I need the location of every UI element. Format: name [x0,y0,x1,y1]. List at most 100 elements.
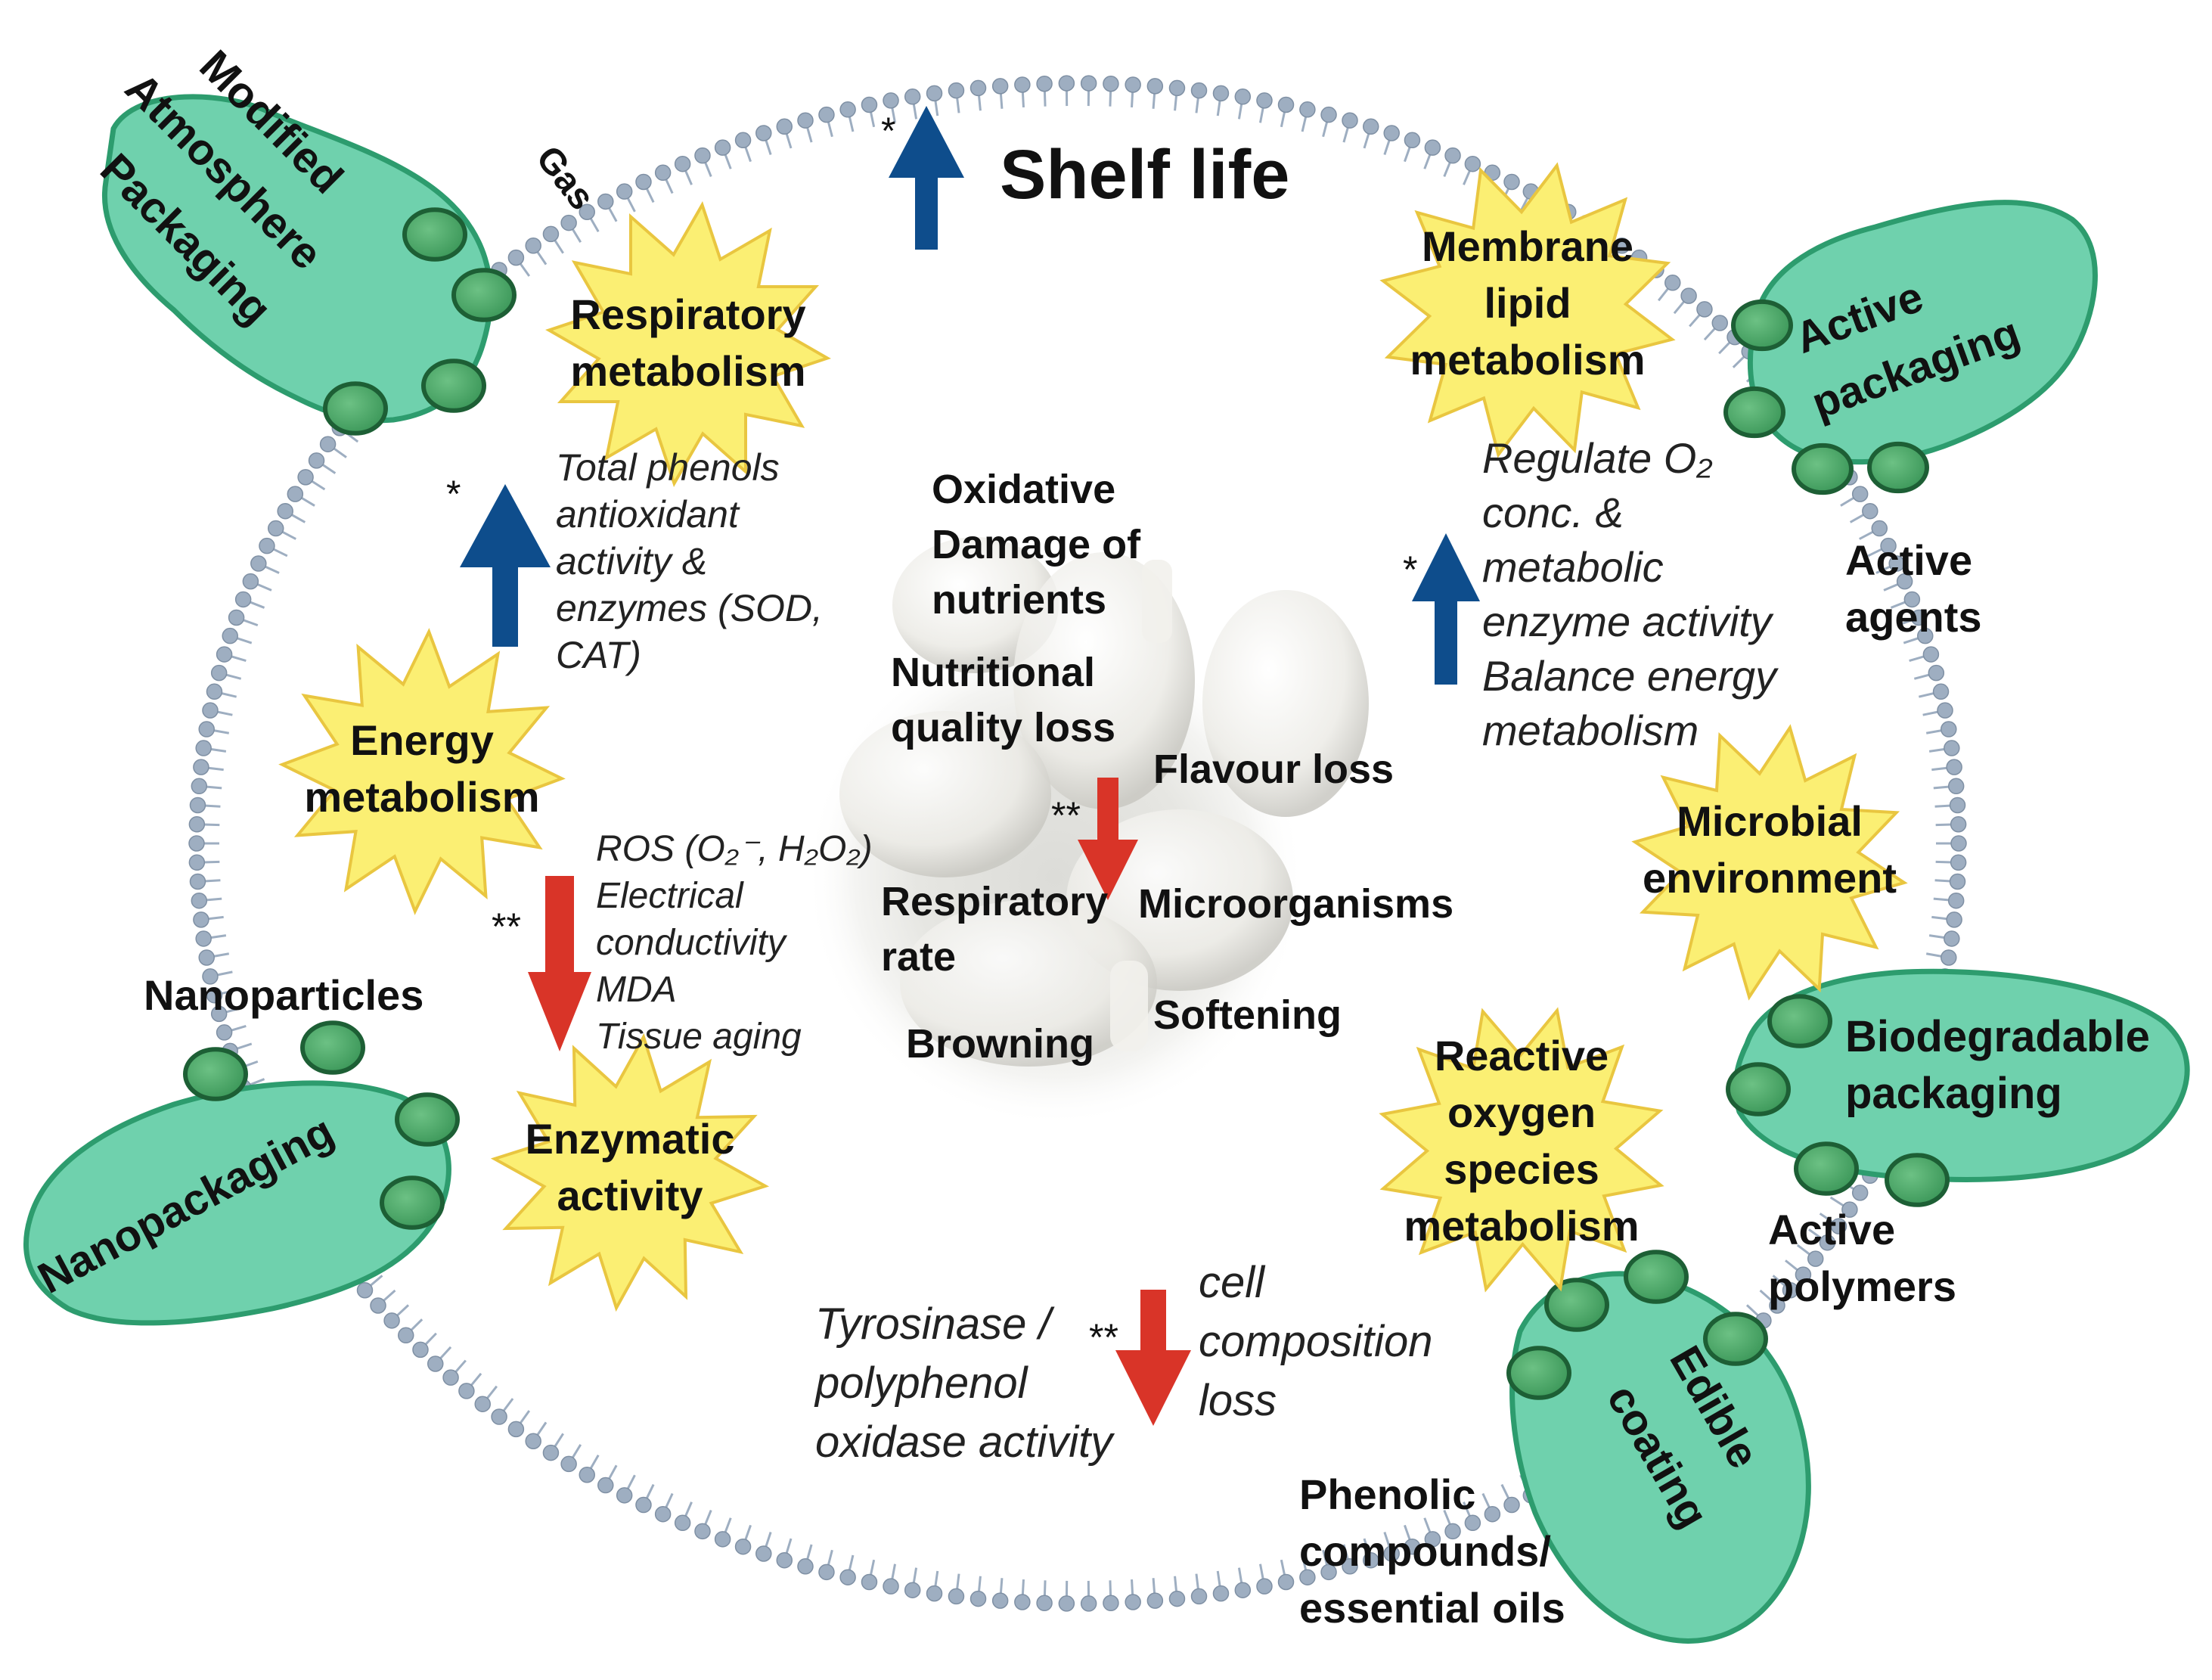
membrane-head [617,184,632,199]
membrane-head [927,85,942,101]
ros-metabolism-line2: oxygen [1447,1088,1596,1136]
nanoparticle-dot [405,210,465,259]
energy-metabolism-line2: metabolism [304,773,539,821]
membrane-head [217,647,232,662]
membrane-head [526,1433,541,1449]
membrane-head [212,666,227,681]
membrane-head [1059,1596,1074,1611]
membrane-head [1257,93,1272,108]
membrane-head [399,1328,414,1343]
ros-list-line3: conductivity [596,923,788,963]
membrane-head [905,1582,920,1598]
membrane-head [196,741,211,756]
nanoparticle-dot [382,1178,442,1228]
membrane-head [561,216,576,231]
membrane-head [190,874,205,889]
membrane-head [190,798,205,813]
membrane-lipid-line1: Membrane [1422,222,1633,270]
membrane-head [798,1559,813,1574]
membrane-head [1504,174,1519,189]
microbial-environment-line2: environment [1643,854,1897,902]
membrane-head [1059,76,1074,91]
membrane-head [321,436,336,452]
membrane-head [756,126,771,141]
membrane-head [206,684,222,699]
membrane-head [1125,77,1140,92]
membrane-head [357,1283,372,1298]
membrane-head [459,1383,474,1399]
membrane-head [1321,107,1336,123]
membrane-head [1951,817,1966,832]
membrane-head [715,140,731,155]
marker-tyrosinase: ** [1089,1316,1118,1359]
marker-shelf-life: * [881,110,895,152]
phenols-line4: enzymes (SOD, [556,587,823,629]
regulate-line1: Regulate O₂ [1482,434,1713,482]
membrane-head [675,157,690,172]
membrane-head [298,470,313,485]
nanoparticle-dot [1887,1155,1947,1205]
active-polymers-line1: Active [1768,1206,1895,1253]
membrane-head [1384,126,1399,141]
membrane-head [229,610,244,625]
membrane-head [1147,1593,1162,1608]
tyrosinase-line1: Tyrosinase / [815,1300,1055,1349]
up-arrow [889,106,964,250]
membrane-head [861,98,876,113]
membrane-head [579,1467,594,1483]
membrane-head [1037,76,1052,92]
nanoparticle-dot [1728,1064,1789,1114]
membrane-head [1081,76,1097,91]
membrane-head [777,1553,792,1568]
membrane-head [1934,684,1949,699]
softening-label: Softening [1153,992,1342,1038]
membrane-head [384,1313,399,1328]
membrane-lipid-line2: lipid [1484,279,1571,327]
membrane-head [259,539,275,554]
membrane-head [819,107,834,123]
membrane-head [598,194,613,209]
membrane-head [1951,836,1966,851]
phenolic-line2: compounds/ [1299,1527,1551,1575]
membrane-head [1923,647,1938,662]
membrane-head [1941,950,1956,965]
membrane-head [715,1532,731,1547]
nanoparticle-dot [1705,1314,1766,1364]
marker-regulate: * [1403,548,1417,591]
membrane-head [1213,1586,1228,1601]
membrane-head [1015,1595,1030,1610]
nanoparticles-label: Nanoparticles [144,971,423,1019]
membrane-head [268,521,284,536]
nanoparticle-dot [397,1095,458,1144]
membrane-head [1697,302,1712,317]
membrane-head [278,504,293,519]
up-arrow [460,484,551,647]
phenolic-line3: essential oils [1299,1584,1565,1632]
marker-ros: ** [492,905,521,948]
membrane-head [1941,722,1956,737]
membrane-head [196,931,211,946]
membrane-head [1853,1185,1868,1200]
membrane-head [1949,893,1964,908]
membrane-head [1484,1507,1500,1522]
membrane-head [948,1588,963,1604]
respiratory-metabolism-line2: metabolism [570,347,805,395]
marker-center: ** [1051,794,1081,837]
oxidative-line1: Oxidative [932,467,1115,512]
ros-list-line4: MDA [596,970,677,1010]
membrane-head [656,165,671,180]
membrane-lipid-line3: metabolism [1410,336,1645,384]
membrane-head [1937,703,1953,718]
membrane-head [971,1591,986,1607]
ros-list-line1: ROS (O₂⁻, H₂O₂) [596,829,873,869]
ros-list-line5: Tissue aging [596,1017,802,1057]
ros-metabolism-line1: Reactive [1435,1032,1609,1079]
membrane-head [1235,89,1250,104]
nanoparticle-dot [423,361,484,411]
active-agents-line1: Active [1845,536,1972,584]
membrane-head [1169,1591,1184,1607]
phenols-line3: activity & [556,540,707,582]
membrane-head [1235,1582,1250,1598]
regulate-line2: conc. & [1482,489,1624,536]
